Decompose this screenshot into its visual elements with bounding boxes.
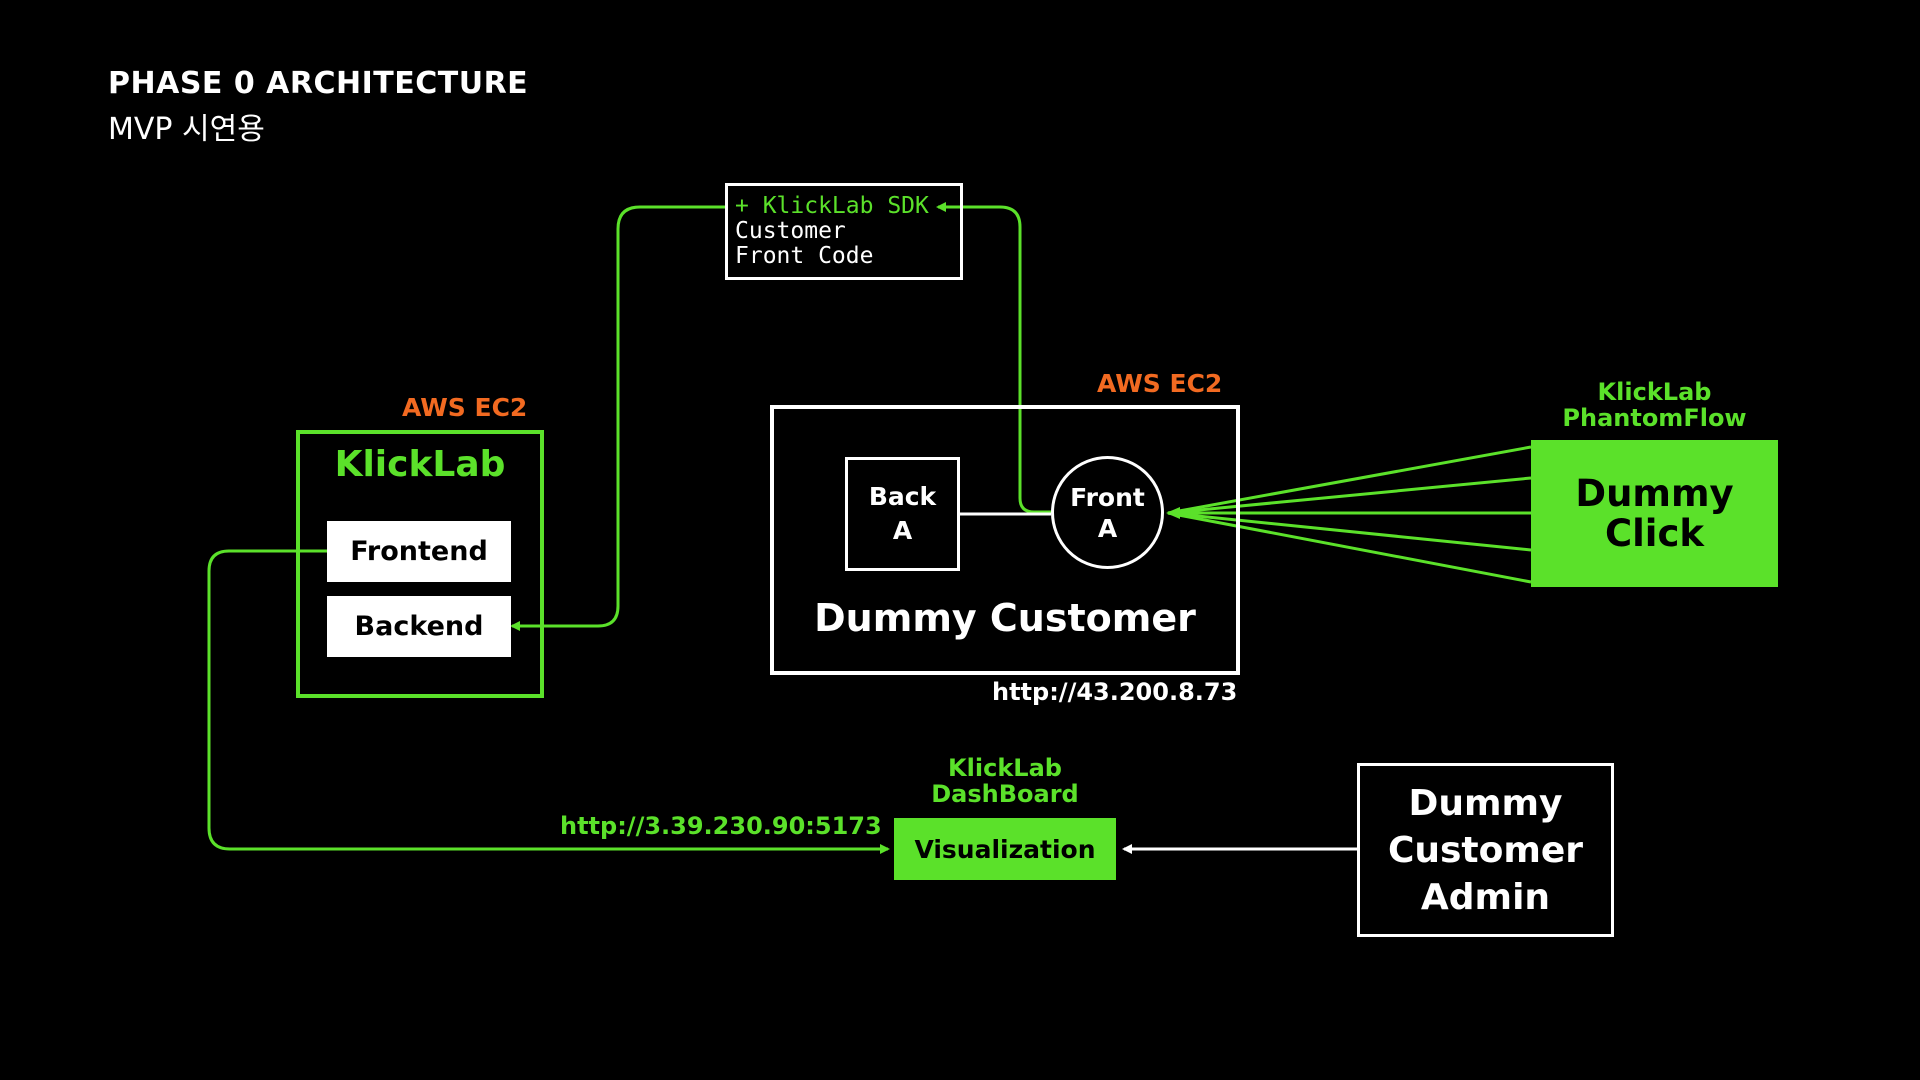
- sdk-customer-line: Customer: [735, 218, 846, 244]
- backend-label: Backend: [354, 611, 484, 642]
- visualization-label: Visualization: [914, 834, 1096, 864]
- phantomflow-label: KlickLab PhantomFlow: [1531, 379, 1778, 431]
- dummy-click-box: Dummy Click: [1531, 440, 1778, 587]
- dummy-customer-box: [770, 405, 1240, 675]
- klicklab-server-title: KlickLab: [334, 444, 506, 485]
- admin-line-3: Admin: [1420, 876, 1551, 918]
- front-to-sdk-connector: [936, 202, 1051, 514]
- dummy-click-line-2: Click: [1604, 511, 1705, 555]
- front-a-label-1: Front: [1070, 482, 1145, 512]
- page-subtitle: MVP 시연용: [108, 112, 265, 147]
- sdk-line: + KlickLab SDK: [735, 193, 929, 219]
- dummy-click-line-1: Dummy: [1575, 471, 1734, 515]
- backend-box: Backend: [327, 596, 511, 657]
- dummy-click-fan-lines: [1167, 445, 1532, 584]
- sdk-code-box: + KlickLab SDK Customer Front Code: [725, 183, 963, 280]
- admin-line-1: Dummy: [1408, 782, 1563, 824]
- visualization-box: Visualization: [894, 818, 1116, 880]
- front-a-circle: Front A: [1051, 456, 1164, 569]
- dashboard-label-1: KlickLab: [948, 754, 1062, 782]
- frontend-to-visualization-connector: [207, 549, 890, 854]
- dashboard-label: KlickLab DashBoard: [894, 755, 1116, 807]
- dummy-customer-url: http://43.200.8.73: [992, 678, 1238, 706]
- klicklab-server-box: [296, 430, 544, 698]
- back-a-label-1: Back: [868, 482, 937, 511]
- frontend-label: Frontend: [350, 536, 488, 567]
- back-a-box: Back A: [845, 457, 960, 571]
- page-title: PHASE 0 ARCHITECTURE: [108, 66, 529, 101]
- dashboard-label-2: DashBoard: [931, 780, 1079, 808]
- sdk-front-code-line: Front Code: [735, 243, 874, 269]
- klicklab-cloud-label: AWS EC2: [402, 393, 528, 422]
- sdk-to-backend-connector: [510, 205, 725, 631]
- front-a-arrowhead: [1166, 507, 1180, 519]
- dummy-customer-title: Dummy Customer: [814, 596, 1196, 640]
- phantomflow-label-2: PhantomFlow: [1562, 404, 1747, 432]
- phantomflow-label-1: KlickLab: [1597, 378, 1712, 406]
- admin-line-2: Customer: [1387, 829, 1584, 871]
- dummy-customer-cloud-label: AWS EC2: [1097, 369, 1223, 398]
- dummy-customer-admin-box: Dummy Customer Admin: [1357, 763, 1614, 937]
- dashboard-url: http://3.39.230.90:5173: [560, 812, 882, 840]
- front-a-label-2: A: [1097, 513, 1118, 543]
- back-a-label-2: A: [892, 516, 913, 545]
- frontend-box: Frontend: [327, 521, 511, 582]
